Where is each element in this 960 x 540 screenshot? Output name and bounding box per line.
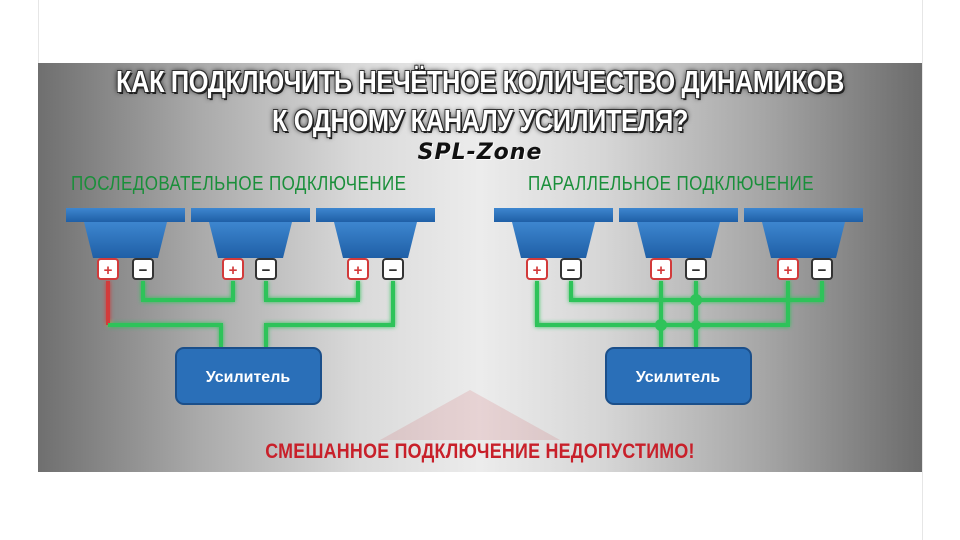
speaker-icon (66, 208, 185, 258)
junction-dot (691, 320, 701, 330)
minus-terminal: − (132, 258, 154, 280)
minus-terminal: − (685, 258, 707, 280)
series-amplifier: Усилитель (175, 347, 322, 405)
speaker-icon (744, 208, 863, 258)
plus-sign: + (354, 262, 363, 279)
plus-sign: + (104, 262, 113, 279)
plus-sign: + (229, 262, 238, 279)
amplifier-box (175, 347, 322, 405)
bottom-margin (38, 472, 922, 540)
minus-terminal: − (255, 258, 277, 280)
plus-terminal: + (97, 258, 119, 280)
series-section-title: ПОСЛЕДОВАТЕЛЬНОЕ ПОДКЛЮЧЕНИЕ (71, 173, 407, 195)
warning-arrow-shape (380, 390, 560, 440)
parallel-section-title: ПАРАЛЛЕЛЬНОЕ ПОДКЛЮЧЕНИЕ (528, 173, 814, 195)
minus-sign: − (389, 262, 398, 279)
plus-terminal: + (222, 258, 244, 280)
speaker-icon (316, 208, 435, 258)
plus-sign: + (657, 262, 666, 279)
plus-terminal: + (650, 258, 672, 280)
amplifier-label: Усилитель (636, 369, 721, 386)
parallel-junctions (655, 294, 702, 331)
minus-sign: − (262, 262, 271, 279)
plus-sign: + (533, 262, 542, 279)
speaker-icon (619, 208, 738, 258)
series-speakers (66, 208, 435, 258)
minus-sign: − (692, 262, 701, 279)
page-title-line-1: КАК ПОДКЛЮЧИТЬ НЕЧЁТНОЕ КОЛИЧЕСТВО ДИНАМ… (116, 64, 844, 99)
speaker-icon (494, 208, 613, 258)
minus-sign: − (139, 262, 148, 279)
terminals: + + + + + + − − − − − − (97, 258, 833, 280)
speaker-icon (191, 208, 310, 258)
minus-sign: − (567, 262, 576, 279)
amplifier-box (605, 347, 752, 405)
plus-terminal: + (347, 258, 369, 280)
junction-dot (655, 319, 667, 331)
minus-sign: − (818, 262, 827, 279)
right-margin (922, 0, 960, 540)
plus-terminal: + (526, 258, 548, 280)
minus-terminal: − (560, 258, 582, 280)
parallel-speakers (494, 208, 863, 258)
plus-sign: + (784, 262, 793, 279)
plus-terminal: + (777, 258, 799, 280)
minus-terminal: − (811, 258, 833, 280)
series-wires (106, 281, 395, 348)
brand-logo: SPL-Zone (417, 140, 543, 165)
parallel-amplifier: Усилитель (605, 347, 752, 405)
minus-terminal: − (382, 258, 404, 280)
page-title-line-2: К ОДНОМУ КАНАЛУ УСИЛИТЕЛЯ? (272, 103, 688, 138)
parallel-wires (535, 281, 824, 348)
junction-dot (690, 294, 702, 306)
warning-text: СМЕШАННОЕ ПОДКЛЮЧЕНИЕ НЕДОПУСТИМО! (265, 440, 695, 463)
amplifier-label: Усилитель (206, 369, 291, 386)
